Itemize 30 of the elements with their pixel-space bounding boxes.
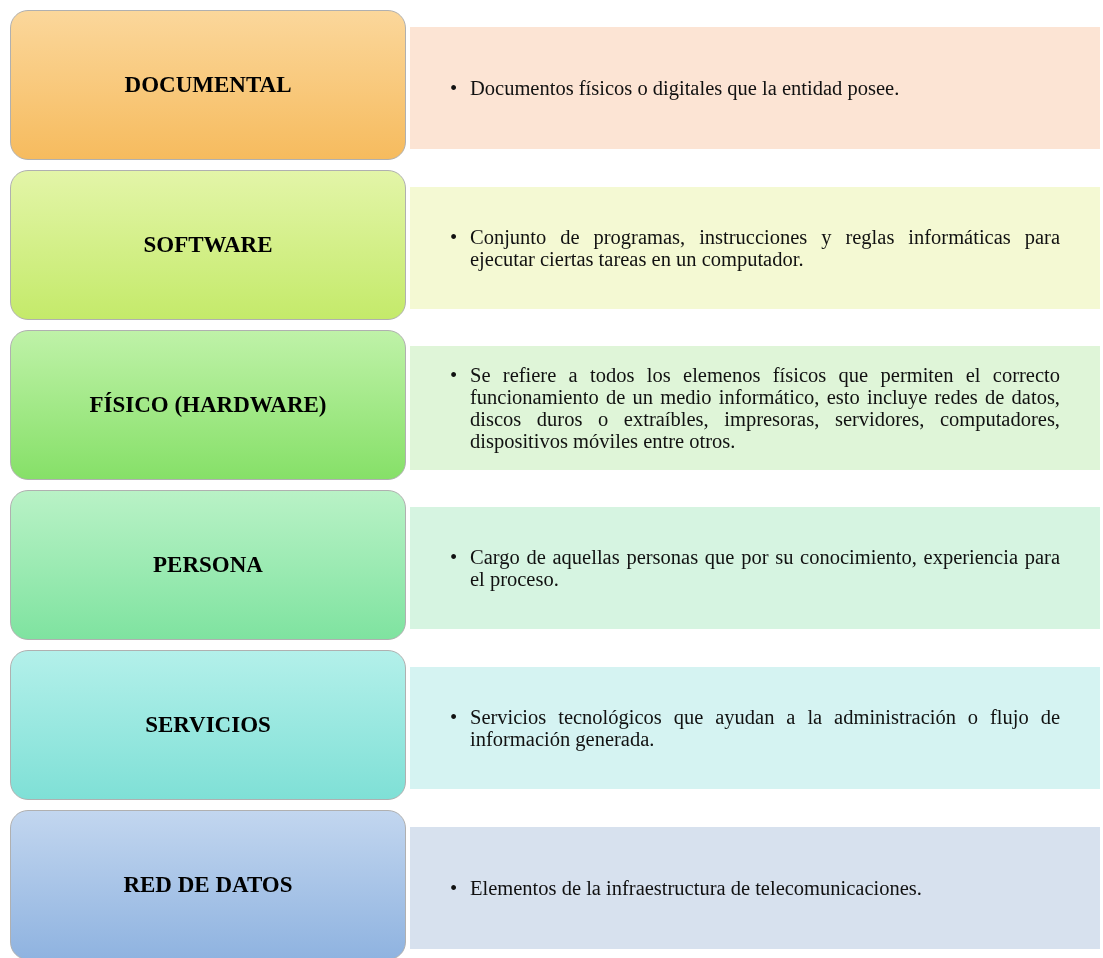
description-box	[410, 827, 1100, 949]
category-label: SERVICIOS	[145, 712, 271, 738]
bullet-mark: •	[450, 77, 459, 99]
description-text: Servicios tecnológicos que ayudan a la administración o flujo de información generada.	[470, 706, 1060, 750]
description-text: Documentos físicos o digitales que la entidad posee.	[470, 77, 901, 99]
category-box	[10, 490, 406, 640]
description-box	[410, 667, 1100, 789]
bullet-mark: •	[450, 226, 459, 248]
bullet-mark: •	[450, 546, 459, 568]
category-box	[10, 10, 406, 160]
description-box	[410, 507, 1100, 629]
category-box	[10, 330, 406, 480]
description-box	[410, 27, 1100, 149]
category-box	[10, 650, 406, 800]
description-text: Cargo de aquellas personas que por su conocimiento, experiencia para el proceso.	[470, 546, 1060, 590]
bullet-mark: •	[450, 877, 459, 899]
category-box	[10, 170, 406, 320]
description-text: Elementos de la infraestructura de telecomunicaciones.	[470, 877, 923, 899]
category-label: FÍSICO (HARDWARE)	[89, 392, 327, 418]
bullet-mark: •	[450, 364, 459, 386]
bullet-mark: •	[450, 706, 459, 728]
category-box	[10, 810, 406, 958]
category-label: RED DE DATOS	[123, 872, 293, 898]
description-box	[410, 187, 1100, 309]
category-label: PERSONA	[153, 552, 263, 578]
description-text: Conjunto de programas, instrucciones y reglas informáticas para ejecutar ciertas tareas en un computador.	[470, 226, 1060, 270]
description-text: Se refiere a todos los elemenos físicos que permiten el correcto funcionamiento de un medio informático, esto incluye redes de datos, discos duros o extraíbles, impresoras, servidores, computadores, dispositivos móviles entre otros.	[470, 364, 1060, 452]
category-label: DOCUMENTAL	[124, 72, 292, 98]
category-label: SOFTWARE	[143, 232, 273, 258]
description-box	[410, 346, 1100, 470]
